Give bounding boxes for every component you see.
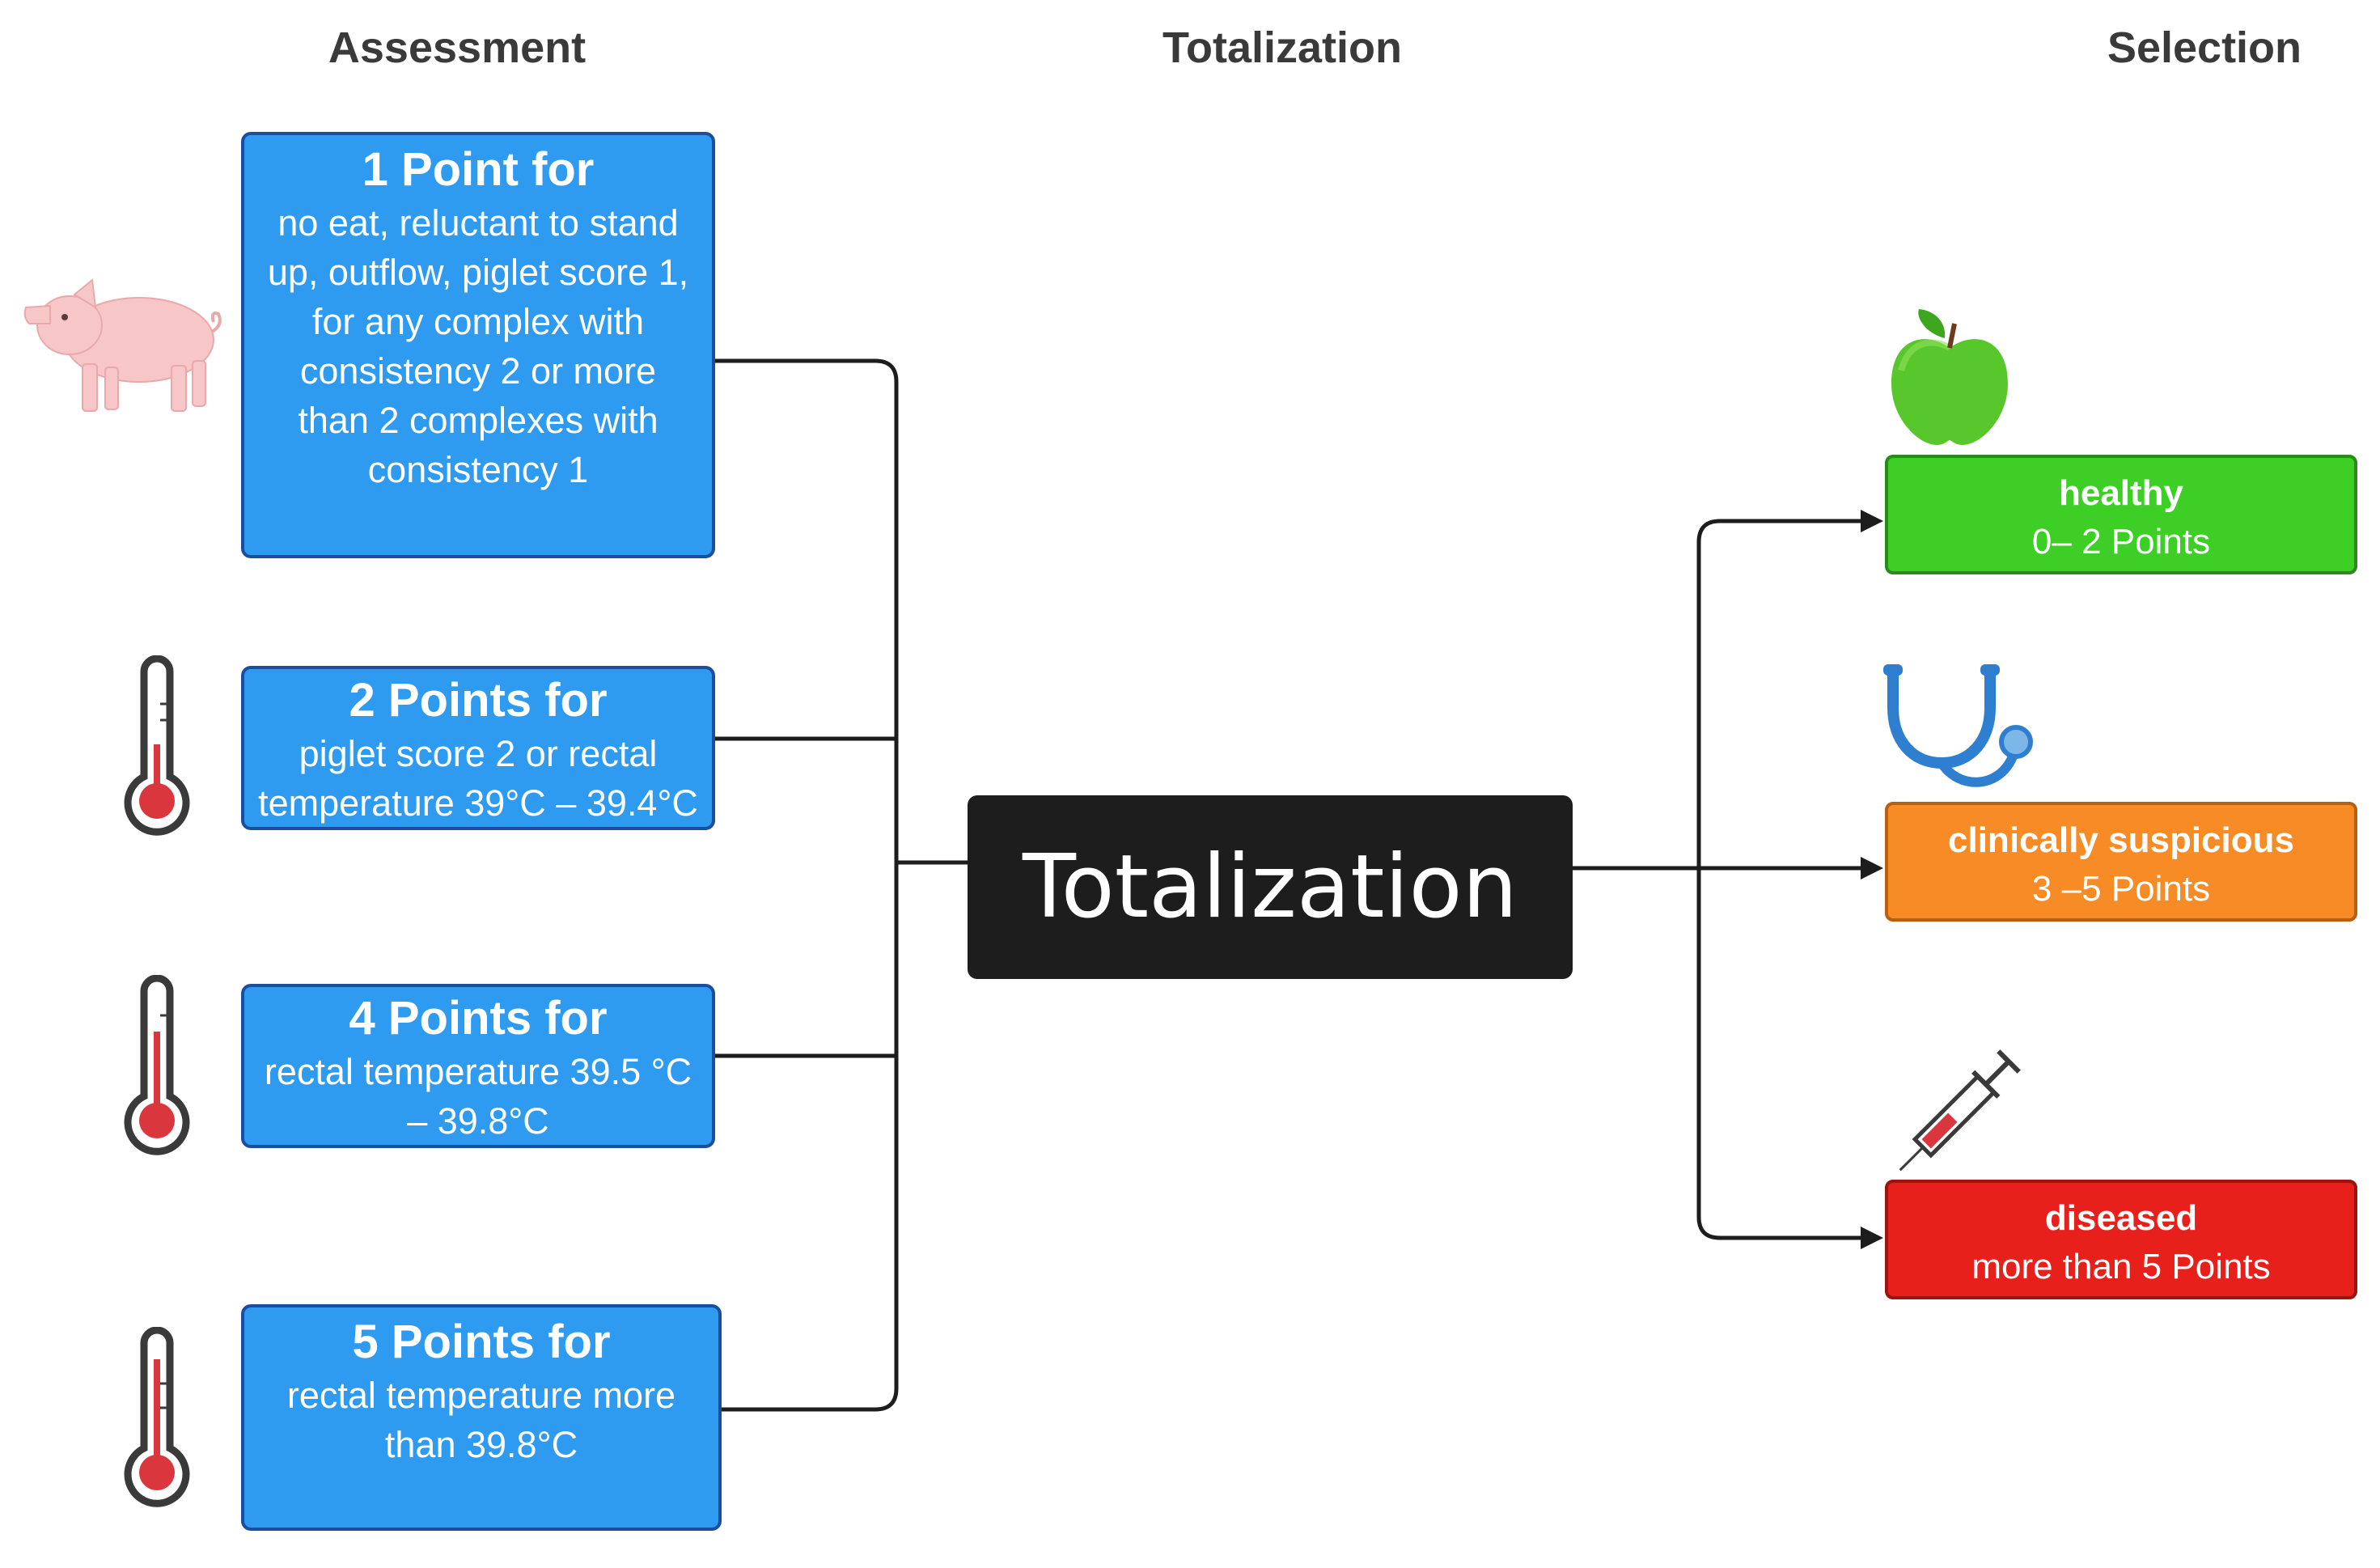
criteria-title: 5 Points for bbox=[352, 1316, 611, 1368]
result-title: healthy bbox=[2058, 473, 2184, 513]
criteria-line: up, outflow, piglet score 1, bbox=[267, 252, 689, 293]
criteria-line: than 2 complexes with bbox=[298, 400, 659, 441]
result-range: 3 –5 Points bbox=[2031, 869, 2211, 909]
criteria-line: – 39.8°C bbox=[407, 1100, 549, 1142]
criteria-box-2: 2 Points for piglet score 2 or rectal te… bbox=[241, 666, 715, 830]
thermometer-icon bbox=[124, 1327, 190, 1507]
arrow-to-suspicious-head bbox=[1861, 857, 1883, 879]
criteria-title: 4 Points for bbox=[349, 992, 608, 1045]
criteria-box-4: 5 Points for rectal temperature more tha… bbox=[241, 1304, 722, 1531]
syringe-icon bbox=[1899, 1049, 2021, 1172]
totalization-header: Totalization bbox=[1162, 23, 1402, 72]
totalization-label: Totalization bbox=[1023, 837, 1518, 938]
criteria-line: for any complex with bbox=[311, 301, 645, 342]
stethoscope-icon bbox=[1883, 664, 2033, 787]
criteria-line: rectal temperature more bbox=[286, 1375, 676, 1416]
right-bracket-line bbox=[1696, 519, 1874, 1240]
criteria-box-1: 1 Point for no eat, reluctant to stand u… bbox=[241, 132, 715, 558]
totalization-box: Totalization bbox=[968, 795, 1573, 979]
result-healthy-box: healthy 0– 2 Points bbox=[1885, 455, 2357, 574]
assessment-header: Assessment bbox=[328, 23, 587, 72]
criteria-title: 1 Point for bbox=[362, 143, 595, 196]
criteria-line: consistency 1 bbox=[367, 449, 589, 490]
arrow-to-healthy-head bbox=[1861, 510, 1883, 532]
result-range: 0– 2 Points bbox=[2031, 522, 2211, 562]
criteria-line: than 39.8°C bbox=[384, 1424, 578, 1465]
result-diseased-box: diseased more than 5 Points bbox=[1885, 1180, 2357, 1299]
criteria-line: temperature 39°C – 39.4°C bbox=[258, 782, 698, 824]
criteria-line: no eat, reluctant to stand bbox=[277, 202, 679, 244]
result-range: more than 5 Points bbox=[1971, 1247, 2271, 1286]
criteria-title: 2 Points for bbox=[349, 674, 608, 727]
criteria-line: consistency 2 or more bbox=[299, 350, 657, 392]
apple-icon bbox=[1891, 309, 2008, 445]
pig-icon bbox=[23, 278, 222, 412]
selection-header: Selection bbox=[2107, 23, 2302, 72]
criteria-line: rectal temperature 39.5 °C bbox=[264, 1051, 692, 1092]
thermometer-icon bbox=[124, 975, 190, 1155]
result-title: clinically suspicious bbox=[1948, 820, 2294, 860]
result-suspicious-box: clinically suspicious 3 –5 Points bbox=[1885, 802, 2357, 922]
arrow-to-diseased-head bbox=[1861, 1227, 1883, 1249]
criteria-line: piglet score 2 or rectal bbox=[299, 733, 658, 774]
thermometer-icon bbox=[124, 655, 190, 836]
criteria-box-3: 4 Points for rectal temperature 39.5 °C … bbox=[241, 984, 715, 1148]
left-bracket-line bbox=[715, 358, 899, 1412]
result-title: diseased bbox=[2044, 1198, 2198, 1238]
